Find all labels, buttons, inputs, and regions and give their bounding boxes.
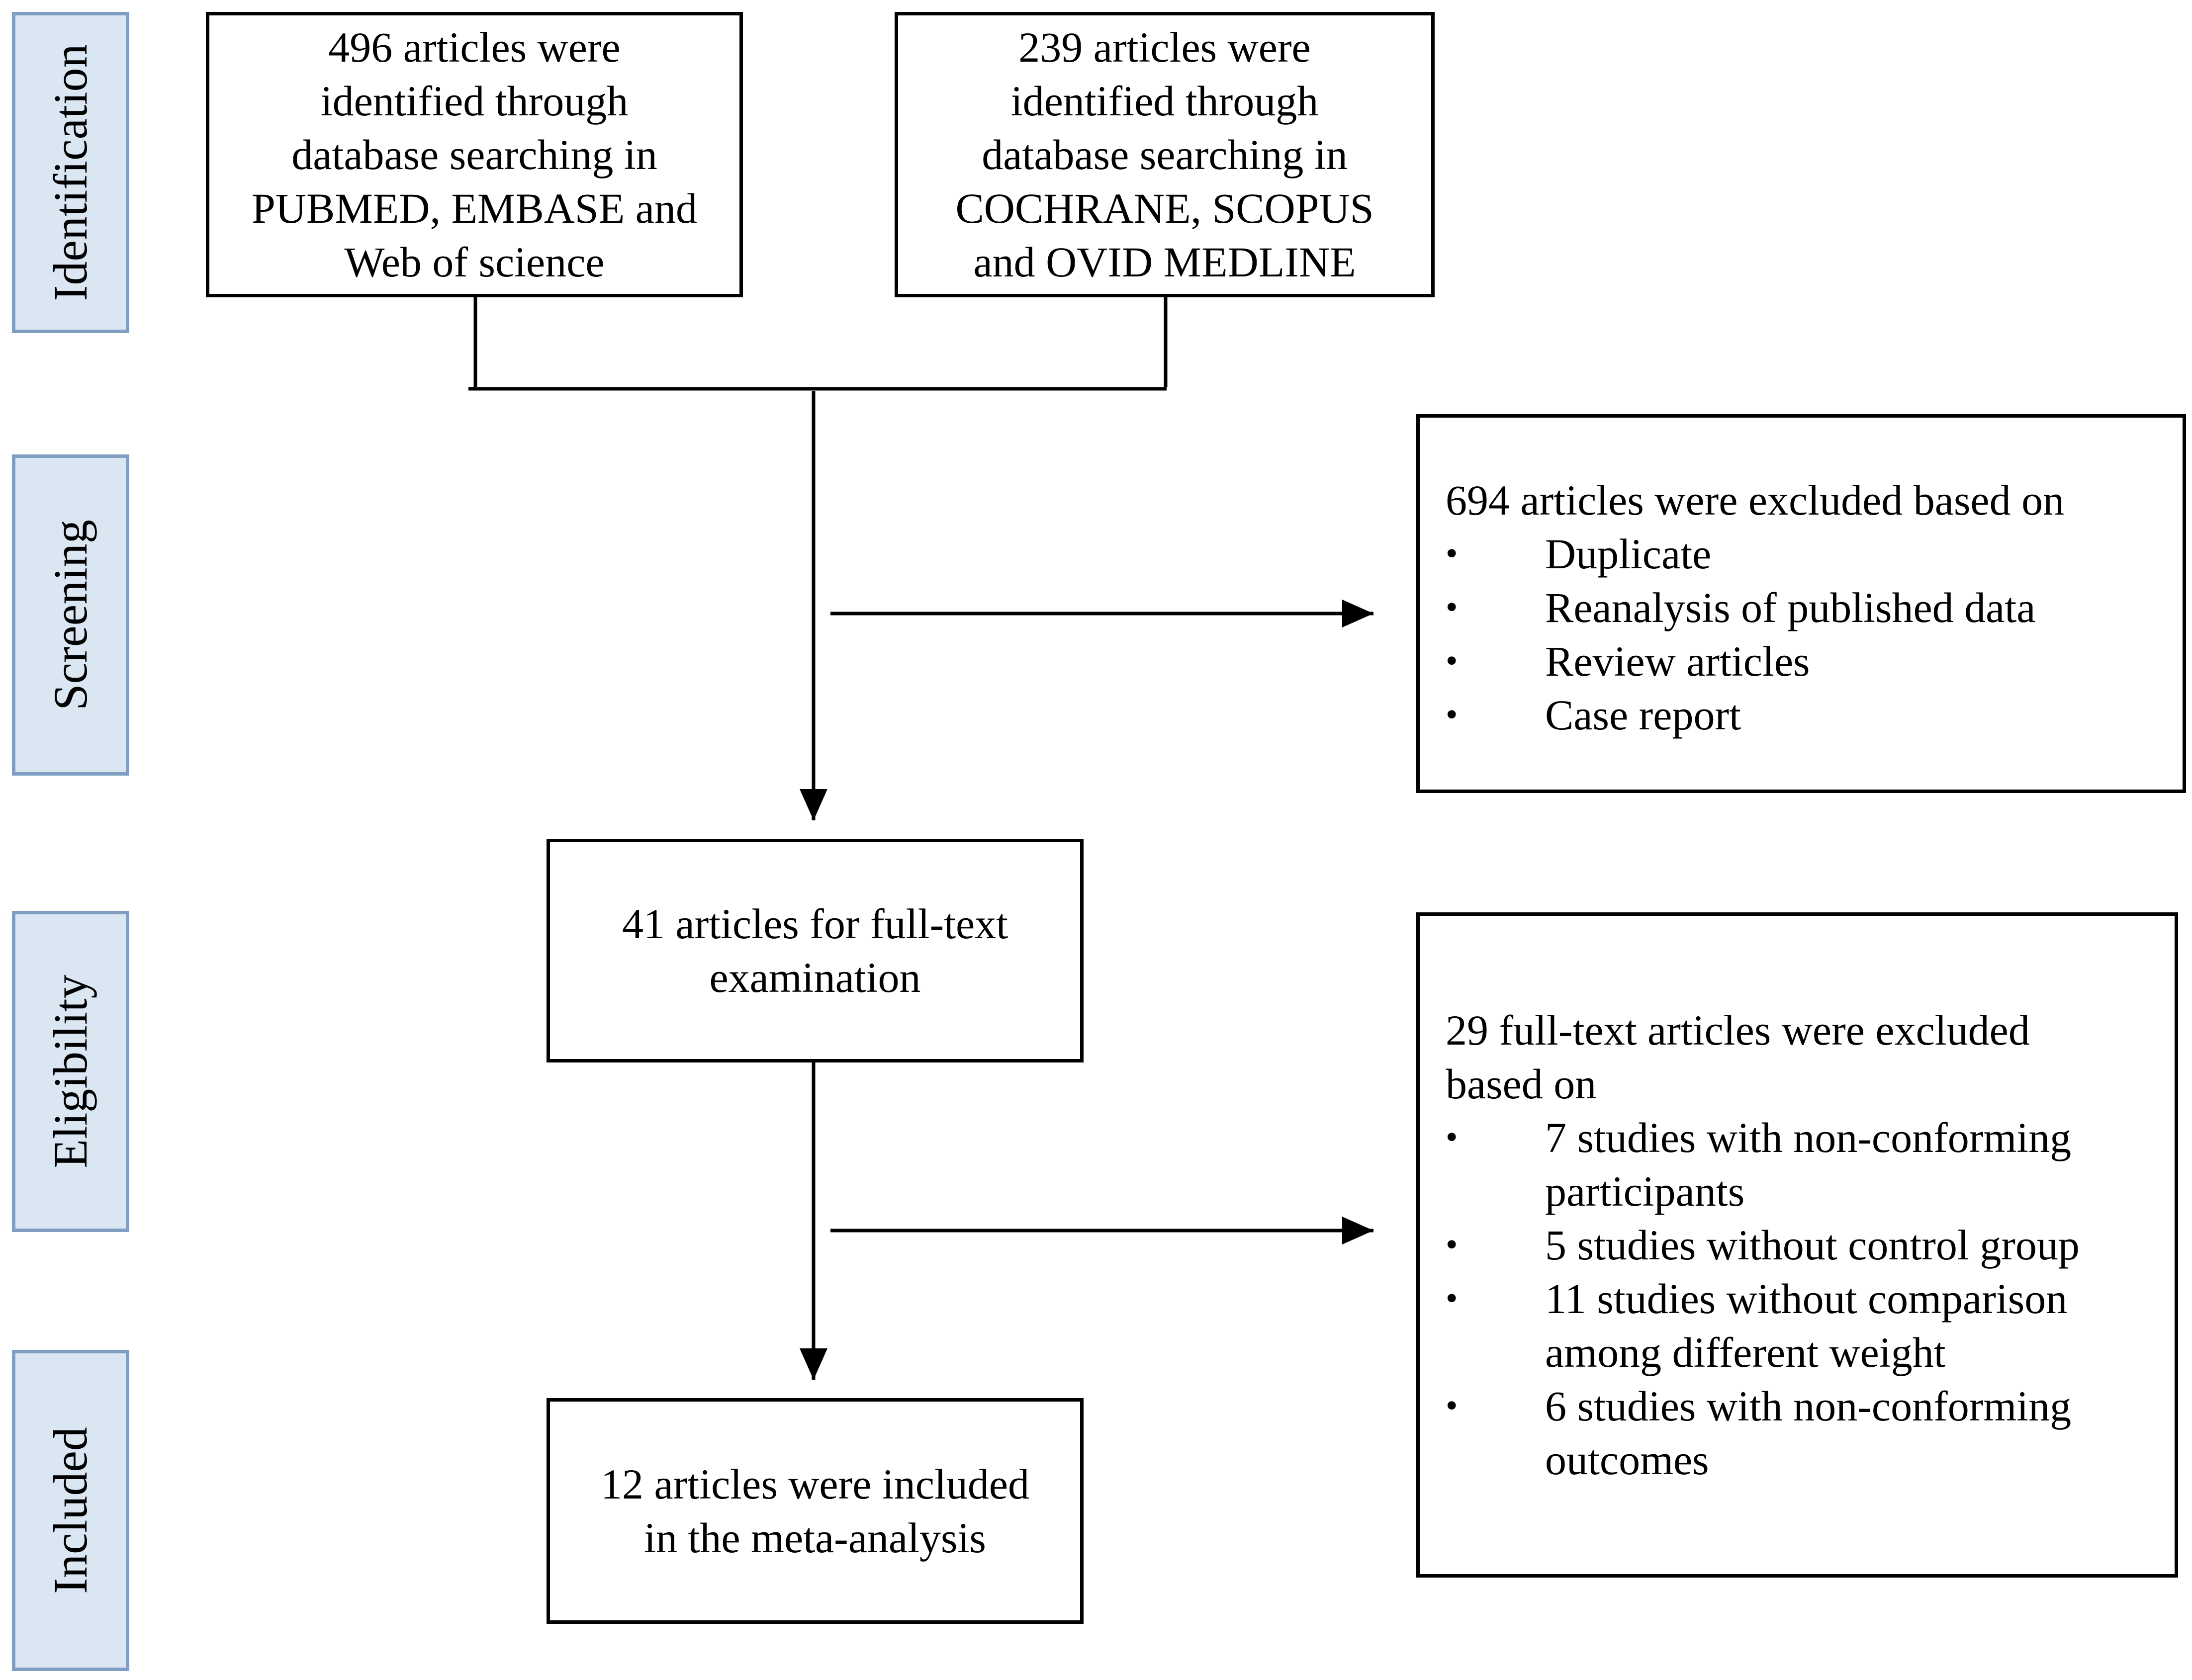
exclusion-item: Reanalysis of published data bbox=[1446, 581, 2173, 634]
full-text-text: 41 articles for full-text examination bbox=[622, 900, 1008, 1001]
source-box-pubmed-embase-wos: 496 articles were identified through dat… bbox=[206, 12, 743, 297]
exclusion-item: Case report bbox=[1446, 688, 2173, 742]
full-text-box: 41 articles for full-text examination bbox=[547, 839, 1084, 1062]
source-box-text: 239 articles were identified through dat… bbox=[955, 23, 1374, 286]
source-box-cochrane-scopus-ovid: 239 articles were identified through dat… bbox=[895, 12, 1435, 297]
exclusion-item: 11 studies without comparison among diff… bbox=[1446, 1272, 2165, 1379]
included-text: 12 articles were included in the meta-an… bbox=[600, 1460, 1029, 1562]
exclusion-heading: 29 full-text articles were excluded base… bbox=[1446, 1006, 2030, 1108]
exclusion-item: 6 studies with non-conforming outcomes bbox=[1446, 1379, 2165, 1487]
exclusion-list: Duplicate Reanalysis of published data R… bbox=[1446, 527, 2173, 742]
included-box: 12 articles were included in the meta-an… bbox=[547, 1398, 1084, 1624]
exclusion-list: 7 studies with non-conforming participan… bbox=[1446, 1111, 2165, 1487]
phase-eligibility: Eligibility bbox=[12, 911, 129, 1232]
phase-included: Included bbox=[12, 1350, 129, 1671]
exclusion-item: Review articles bbox=[1446, 634, 2173, 688]
phase-screening: Screening bbox=[12, 454, 129, 776]
exclusion-item: 7 studies with non-conforming participan… bbox=[1446, 1111, 2165, 1218]
eligibility-exclusion-box: 29 full-text articles were excluded base… bbox=[1416, 912, 2178, 1578]
screening-exclusion-box: 694 articles were excluded based on Dupl… bbox=[1416, 414, 2186, 793]
exclusion-heading: 694 articles were excluded based on bbox=[1446, 476, 2065, 524]
phase-identification: Identification bbox=[12, 12, 129, 333]
exclusion-item: Duplicate bbox=[1446, 527, 2173, 581]
exclusion-item: 5 studies without control group bbox=[1446, 1218, 2165, 1272]
source-box-text: 496 articles were identified through dat… bbox=[252, 23, 697, 286]
